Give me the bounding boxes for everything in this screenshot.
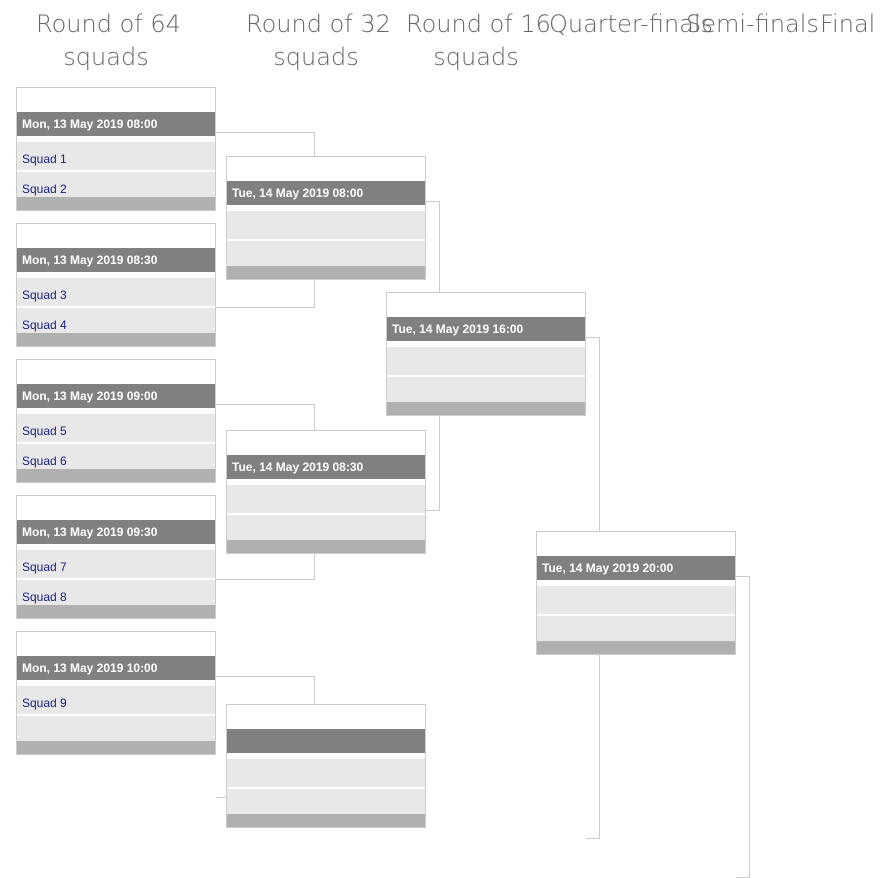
team-slot[interactable]: Squad 1 bbox=[17, 142, 215, 170]
match-footer bbox=[227, 540, 425, 553]
match-date: Mon, 13 May 2019 09:00 bbox=[17, 384, 215, 408]
round-title-line1: Round of 32 bbox=[246, 10, 391, 38]
match-card: Tue, 14 May 2019 08:00 bbox=[226, 156, 426, 280]
match-card: Tue, 14 May 2019 16:00 bbox=[386, 292, 586, 416]
match-footer bbox=[227, 266, 425, 279]
team-slot[interactable] bbox=[387, 347, 585, 375]
round-title-32: Round of 32 squads bbox=[246, 8, 391, 74]
match-date: Tue, 14 May 2019 08:30 bbox=[227, 455, 425, 479]
team-slot[interactable] bbox=[387, 377, 585, 405]
match-footer bbox=[537, 641, 735, 654]
team-slot[interactable]: Squad 9 bbox=[17, 686, 215, 714]
match-card: Mon, 13 May 2019 08:30 Squad 3 Squad 4 bbox=[16, 223, 216, 347]
match-date: Tue, 14 May 2019 20:00 bbox=[537, 556, 735, 580]
team-slot[interactable] bbox=[227, 211, 425, 239]
team-slot[interactable]: Squad 2 bbox=[17, 172, 215, 200]
round-title-16: Round of 16 squads bbox=[406, 8, 551, 74]
team-slot[interactable] bbox=[227, 759, 425, 787]
match-card: Tue, 14 May 2019 20:00 bbox=[536, 531, 736, 655]
match-footer bbox=[17, 469, 215, 482]
match-date bbox=[227, 729, 425, 753]
team-slot[interactable] bbox=[537, 586, 735, 614]
round-title-semi: Semi-finals bbox=[686, 8, 819, 41]
round-title-final: Final bbox=[820, 8, 875, 41]
team-slot[interactable] bbox=[227, 485, 425, 513]
match-footer bbox=[227, 814, 425, 827]
match-footer bbox=[17, 333, 215, 346]
match-card: Mon, 13 May 2019 10:00 Squad 9 bbox=[16, 631, 216, 755]
team-slot[interactable]: Squad 6 bbox=[17, 444, 215, 472]
match-date: Mon, 13 May 2019 08:30 bbox=[17, 248, 215, 272]
match-footer bbox=[387, 402, 585, 415]
round-title-line2: squads bbox=[273, 43, 359, 71]
team-slot[interactable] bbox=[537, 616, 735, 644]
match-date: Mon, 13 May 2019 08:00 bbox=[17, 112, 215, 136]
round-title-line2: squads bbox=[63, 43, 149, 71]
round-title-line1: Round of 16 bbox=[406, 10, 551, 38]
round-title-line2: squads bbox=[433, 43, 519, 71]
match-footer bbox=[17, 197, 215, 210]
team-slot[interactable]: Squad 3 bbox=[17, 278, 215, 306]
round-title-line1: Round of 64 bbox=[36, 10, 181, 38]
match-card: Tue, 14 May 2019 08:30 bbox=[226, 430, 426, 554]
match-footer bbox=[17, 605, 215, 618]
match-footer bbox=[17, 741, 215, 754]
match-card bbox=[226, 704, 426, 828]
round-title-line1: Quarter-finals bbox=[549, 10, 714, 38]
match-card: Mon, 13 May 2019 08:00 Squad 1 Squad 2 bbox=[16, 87, 216, 211]
team-slot[interactable] bbox=[227, 789, 425, 817]
bracket-connector bbox=[736, 576, 750, 878]
round-title-64: Round of 64 squads bbox=[36, 8, 181, 74]
round-title-line1: Final bbox=[820, 10, 876, 38]
team-slot[interactable] bbox=[227, 515, 425, 543]
match-date: Tue, 14 May 2019 16:00 bbox=[387, 317, 585, 341]
match-card: Mon, 13 May 2019 09:00 Squad 5 Squad 6 bbox=[16, 359, 216, 483]
team-slot[interactable]: Squad 5 bbox=[17, 414, 215, 442]
match-date: Mon, 13 May 2019 09:30 bbox=[17, 520, 215, 544]
match-date: Mon, 13 May 2019 10:00 bbox=[17, 656, 215, 680]
team-slot[interactable]: Squad 8 bbox=[17, 580, 215, 608]
match-date: Tue, 14 May 2019 08:00 bbox=[227, 181, 425, 205]
team-slot[interactable]: Squad 4 bbox=[17, 308, 215, 336]
team-slot[interactable] bbox=[227, 241, 425, 269]
team-slot[interactable]: Squad 7 bbox=[17, 550, 215, 578]
match-card: Mon, 13 May 2019 09:30 Squad 7 Squad 8 bbox=[16, 495, 216, 619]
round-title-line1: Semi-finals bbox=[686, 10, 819, 38]
round-title-quarter: Quarter-finals bbox=[549, 8, 713, 41]
team-slot[interactable] bbox=[17, 716, 215, 744]
